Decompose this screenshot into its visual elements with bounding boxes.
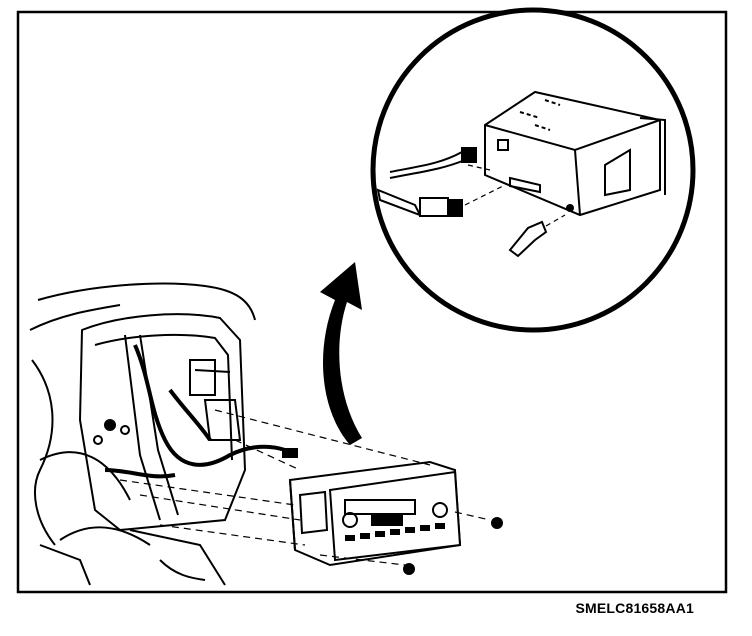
radio-buttons: [345, 523, 445, 541]
detail-harness: [376, 147, 506, 217]
figure-reference-code: SMELC81658AA1: [575, 600, 694, 616]
dashboard-cavity: [29, 282, 256, 586]
antenna-lead: [508, 214, 566, 258]
radio-receiver: [288, 460, 462, 567]
rear-connection-detail: [370, 7, 696, 333]
detail-arrow: [320, 262, 362, 445]
alignment-lines: [119, 409, 491, 566]
figure-border: [16, 10, 728, 594]
wiring-harness: [104, 344, 286, 479]
mounting-bolts: [403, 517, 503, 575]
harness-connector: [282, 448, 298, 458]
